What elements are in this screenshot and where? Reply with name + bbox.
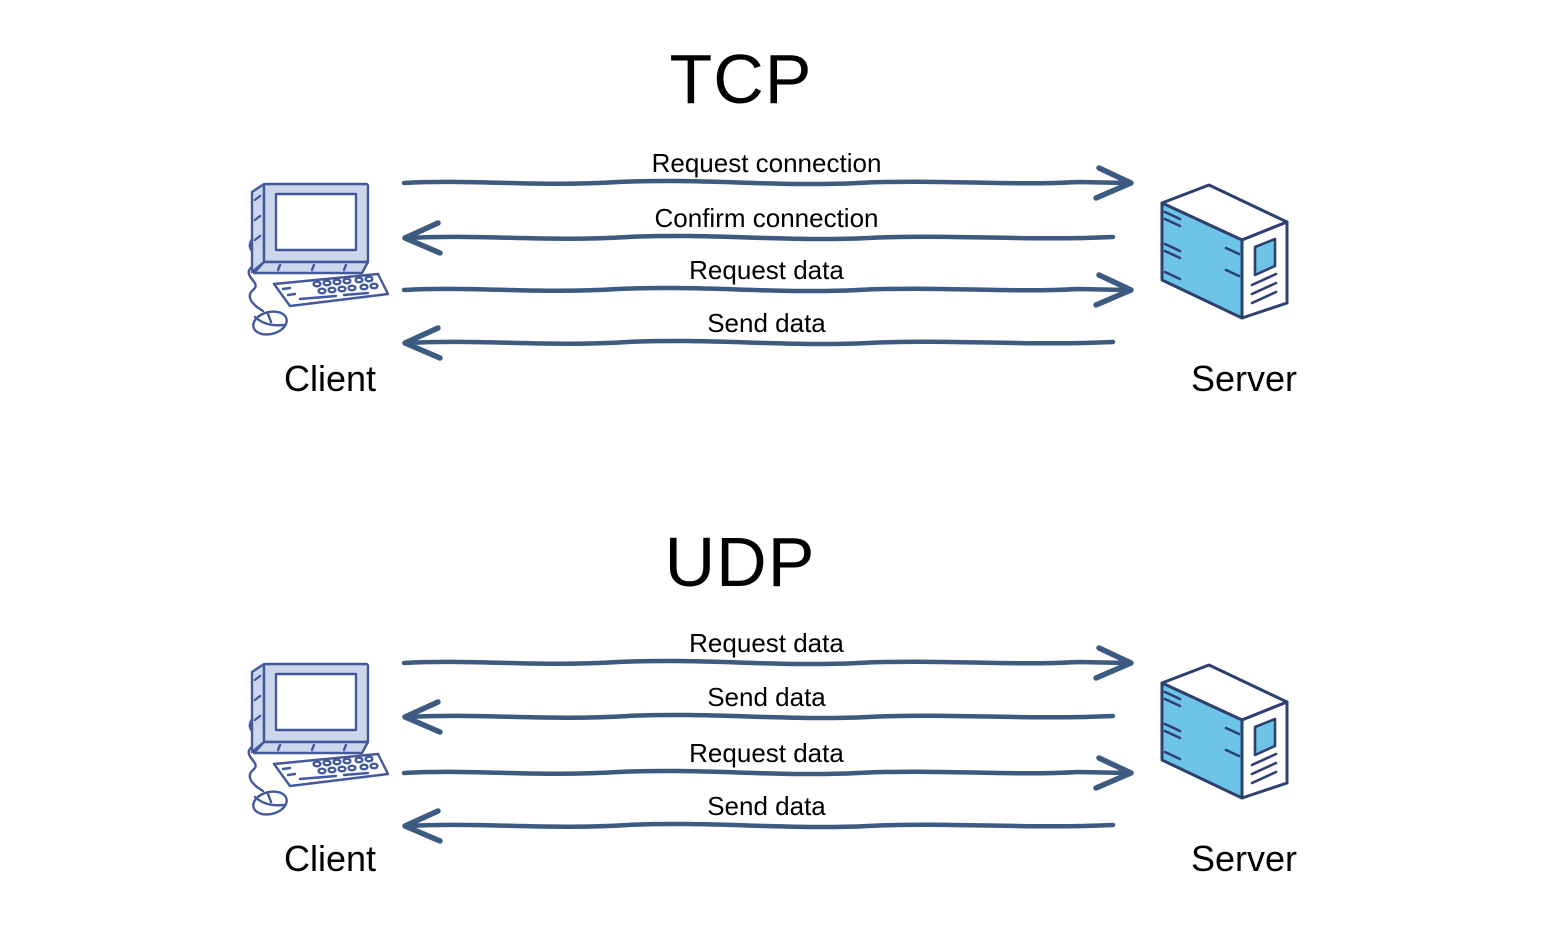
message-row: Request data <box>398 629 1135 659</box>
udp-title: UDP <box>664 523 816 601</box>
message-row: Send data <box>398 792 1135 822</box>
message-label: Send data <box>707 791 826 821</box>
arrow-right-icon <box>398 757 1135 789</box>
message-label: Request connection <box>651 148 882 178</box>
server-label: Server <box>1190 358 1298 399</box>
message-row: Send data <box>398 683 1135 713</box>
server-label: Server <box>1190 838 1298 879</box>
message-row: Confirm connection <box>398 204 1135 234</box>
message-row: Request data <box>398 256 1135 286</box>
server-tower-icon <box>1160 663 1289 800</box>
message-label: Confirm connection <box>654 203 879 233</box>
message-row: Request data <box>398 739 1135 769</box>
client-label: Client <box>283 358 377 399</box>
arrow-right-icon <box>398 167 1135 199</box>
arrow-left-icon <box>398 701 1135 733</box>
message-label: Send data <box>707 682 826 712</box>
arrow-right-icon <box>398 647 1135 679</box>
message-label: Request data <box>689 255 844 285</box>
server-tower-icon <box>1160 183 1289 320</box>
arrow-left-icon <box>398 810 1135 842</box>
client-label: Client <box>283 838 377 879</box>
client-computer-icon <box>247 662 390 819</box>
message-label: Send data <box>707 308 826 338</box>
message-label: Request data <box>689 628 844 658</box>
client-computer-icon <box>247 182 390 339</box>
arrow-left-icon <box>398 222 1135 254</box>
message-label: Request data <box>689 738 844 768</box>
message-row: Request connection <box>398 149 1135 179</box>
arrow-left-icon <box>398 327 1135 359</box>
tcp-title: TCP <box>669 40 813 118</box>
arrow-right-icon <box>398 274 1135 306</box>
message-row: Send data <box>398 309 1135 339</box>
